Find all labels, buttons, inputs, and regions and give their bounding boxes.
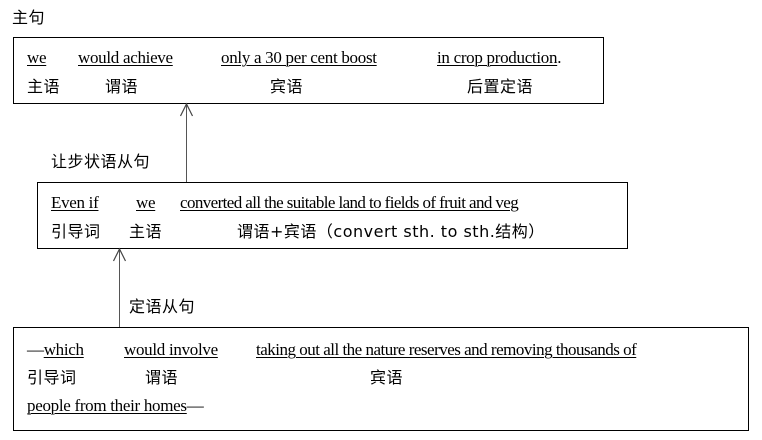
arrow-up-icon xyxy=(179,102,194,182)
attributive-clause-title: 定语从句 xyxy=(129,297,196,316)
concessive-conjunction: Even if xyxy=(51,193,99,212)
concessive-conjunction-role: 引导词 xyxy=(51,222,101,241)
main-clause-box: we would achieve only a 30 per cent boos… xyxy=(13,37,604,104)
concessive-predicate-object-role: 谓语+宾语（convert sth. to sth.结构） xyxy=(237,222,545,241)
main-predicate: would achieve xyxy=(78,48,173,67)
concessive-subject-role: 主语 xyxy=(129,222,163,241)
arrowhead-icon xyxy=(112,247,127,262)
main-object-role: 宾语 xyxy=(270,77,304,96)
arrow-up-icon xyxy=(112,247,127,327)
attributive-object-role: 宾语 xyxy=(370,368,404,387)
main-end-punct: . xyxy=(557,48,562,67)
attributive-predicate-role: 谓语 xyxy=(145,368,179,387)
arrowhead-icon xyxy=(179,102,194,117)
main-subject: we xyxy=(27,48,47,67)
main-postmodifier: in crop production xyxy=(437,48,558,67)
main-predicate-role: 谓语 xyxy=(105,77,139,96)
concessive-clause-box: Even if we converted all the suitable la… xyxy=(37,182,628,249)
attributive-relative-role: 引导词 xyxy=(27,368,77,387)
attributive-clause-box: —which would involve taking out all the … xyxy=(13,327,749,431)
attributive-continuation-wrap: people from their homes— xyxy=(27,396,204,416)
main-clause-title: 主句 xyxy=(12,8,46,27)
trail-dash: — xyxy=(186,396,204,415)
main-object: only a 30 per cent boost xyxy=(221,48,377,67)
attributive-relative-wrap: —which xyxy=(27,340,84,360)
concessive-predicate-object: converted all the suitable land to field… xyxy=(180,193,519,212)
attributive-predicate: would involve xyxy=(124,340,218,359)
concessive-subject: we xyxy=(136,193,156,212)
attributive-relative-pronoun: which xyxy=(43,340,84,359)
main-subject-role: 主语 xyxy=(27,77,61,96)
main-postmodifier-role: 后置定语 xyxy=(467,77,534,96)
attributive-continuation: people from their homes xyxy=(27,396,187,415)
lead-dash: — xyxy=(27,340,44,359)
main-postmodifier-wrap: in crop production. xyxy=(437,48,561,68)
attributive-object: taking out all the nature reserves and r… xyxy=(256,340,637,359)
concessive-clause-title: 让步状语从句 xyxy=(51,152,151,171)
